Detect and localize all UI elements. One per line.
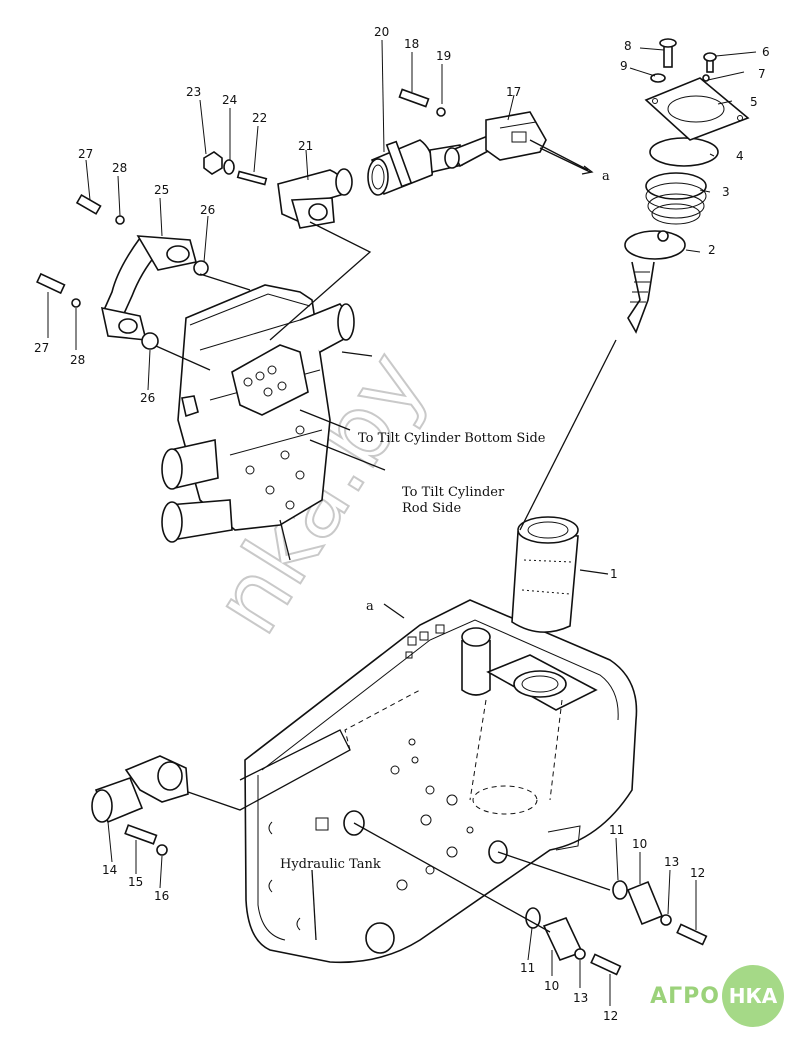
hydraulic-tank xyxy=(244,599,638,964)
callout-21: 21 xyxy=(298,139,313,153)
logo-text-left: АГРО xyxy=(650,983,720,1009)
callout-5: 5 xyxy=(750,95,758,109)
label-ref-a-tank: a xyxy=(366,599,374,614)
callout-15: 15 xyxy=(128,875,143,889)
leader-lines xyxy=(47,39,757,1006)
cover-plate xyxy=(644,77,750,141)
callout-2: 2 xyxy=(708,243,716,257)
callout-10-lower: 10 xyxy=(544,979,559,993)
pipe-25 xyxy=(100,235,197,341)
label-ref-a-top: a xyxy=(602,169,610,184)
nut-23 xyxy=(203,151,223,175)
callout-26-top: 26 xyxy=(200,203,215,217)
callout-16: 16 xyxy=(154,889,169,903)
cover-bolts xyxy=(650,38,717,83)
callout-3: 3 xyxy=(722,185,730,199)
pipe-17 xyxy=(444,111,547,169)
logo-circle: НКА xyxy=(722,965,784,1027)
stud-22 xyxy=(236,170,268,186)
callout-11-right: 11 xyxy=(609,823,624,837)
spring xyxy=(645,172,707,225)
callout-20: 20 xyxy=(374,25,389,39)
callout-25: 25 xyxy=(154,183,169,197)
lower-plate-assembly xyxy=(525,907,622,976)
suction-strainer xyxy=(91,755,189,856)
callout-27-top: 27 xyxy=(78,147,93,161)
callout-27-bottom: 27 xyxy=(34,341,49,355)
callout-23: 23 xyxy=(186,85,201,99)
callout-19: 19 xyxy=(436,49,451,63)
o-ring-26-top xyxy=(193,260,209,276)
callout-14: 14 xyxy=(102,863,117,877)
label-tilt-rod-1: To Tilt Cylinder xyxy=(402,485,505,500)
callout-17: 17 xyxy=(506,85,521,99)
callout-11-lower: 11 xyxy=(520,961,535,975)
label-hydraulic-tank: Hydraulic Tank xyxy=(280,857,381,872)
callout-24: 24 xyxy=(222,93,237,107)
callout-13-right: 13 xyxy=(664,855,679,869)
washer-24 xyxy=(223,159,235,175)
o-ring-4 xyxy=(649,137,719,167)
callout-9: 9 xyxy=(620,59,628,73)
callout-18: 18 xyxy=(404,37,419,51)
elbow-21 xyxy=(277,168,353,229)
control-valve xyxy=(161,284,355,543)
label-tilt-rod-2: Rod Side xyxy=(402,501,461,516)
callout-1: 1 xyxy=(610,567,618,581)
callout-7: 7 xyxy=(758,67,766,81)
logo-text-right: НКА xyxy=(728,984,778,1008)
callout-12-lower: 12 xyxy=(603,1009,618,1023)
filter-element xyxy=(511,516,579,633)
callout-4: 4 xyxy=(736,149,744,163)
agronka-logo: АГРО НКА xyxy=(650,965,784,1027)
callout-22: 22 xyxy=(252,111,267,125)
bolt-18 xyxy=(398,88,430,108)
callout-26-bottom: 26 xyxy=(140,391,155,405)
relief-valve-assembly xyxy=(624,230,686,334)
callout-28-bottom: 28 xyxy=(70,353,85,367)
callout-28-top: 28 xyxy=(112,161,127,175)
callout-12-right: 12 xyxy=(690,866,705,880)
coupling-20 xyxy=(367,139,463,196)
washer-19 xyxy=(436,107,446,117)
o-ring-26-bottom xyxy=(141,332,159,350)
label-tilt-bottom: To Tilt Cylinder Bottom Side xyxy=(358,431,546,446)
right-plate-assembly xyxy=(612,880,708,946)
callout-10-right: 10 xyxy=(632,837,647,851)
callout-numbers: 1 2 3 4 5 6 7 8 9 10 10 11 11 12 12 13 1… xyxy=(34,25,770,1023)
callout-8: 8 xyxy=(624,39,632,53)
callout-13-lower: 13 xyxy=(573,991,588,1005)
callout-6: 6 xyxy=(762,45,770,59)
bolts-27-28 xyxy=(36,193,125,308)
